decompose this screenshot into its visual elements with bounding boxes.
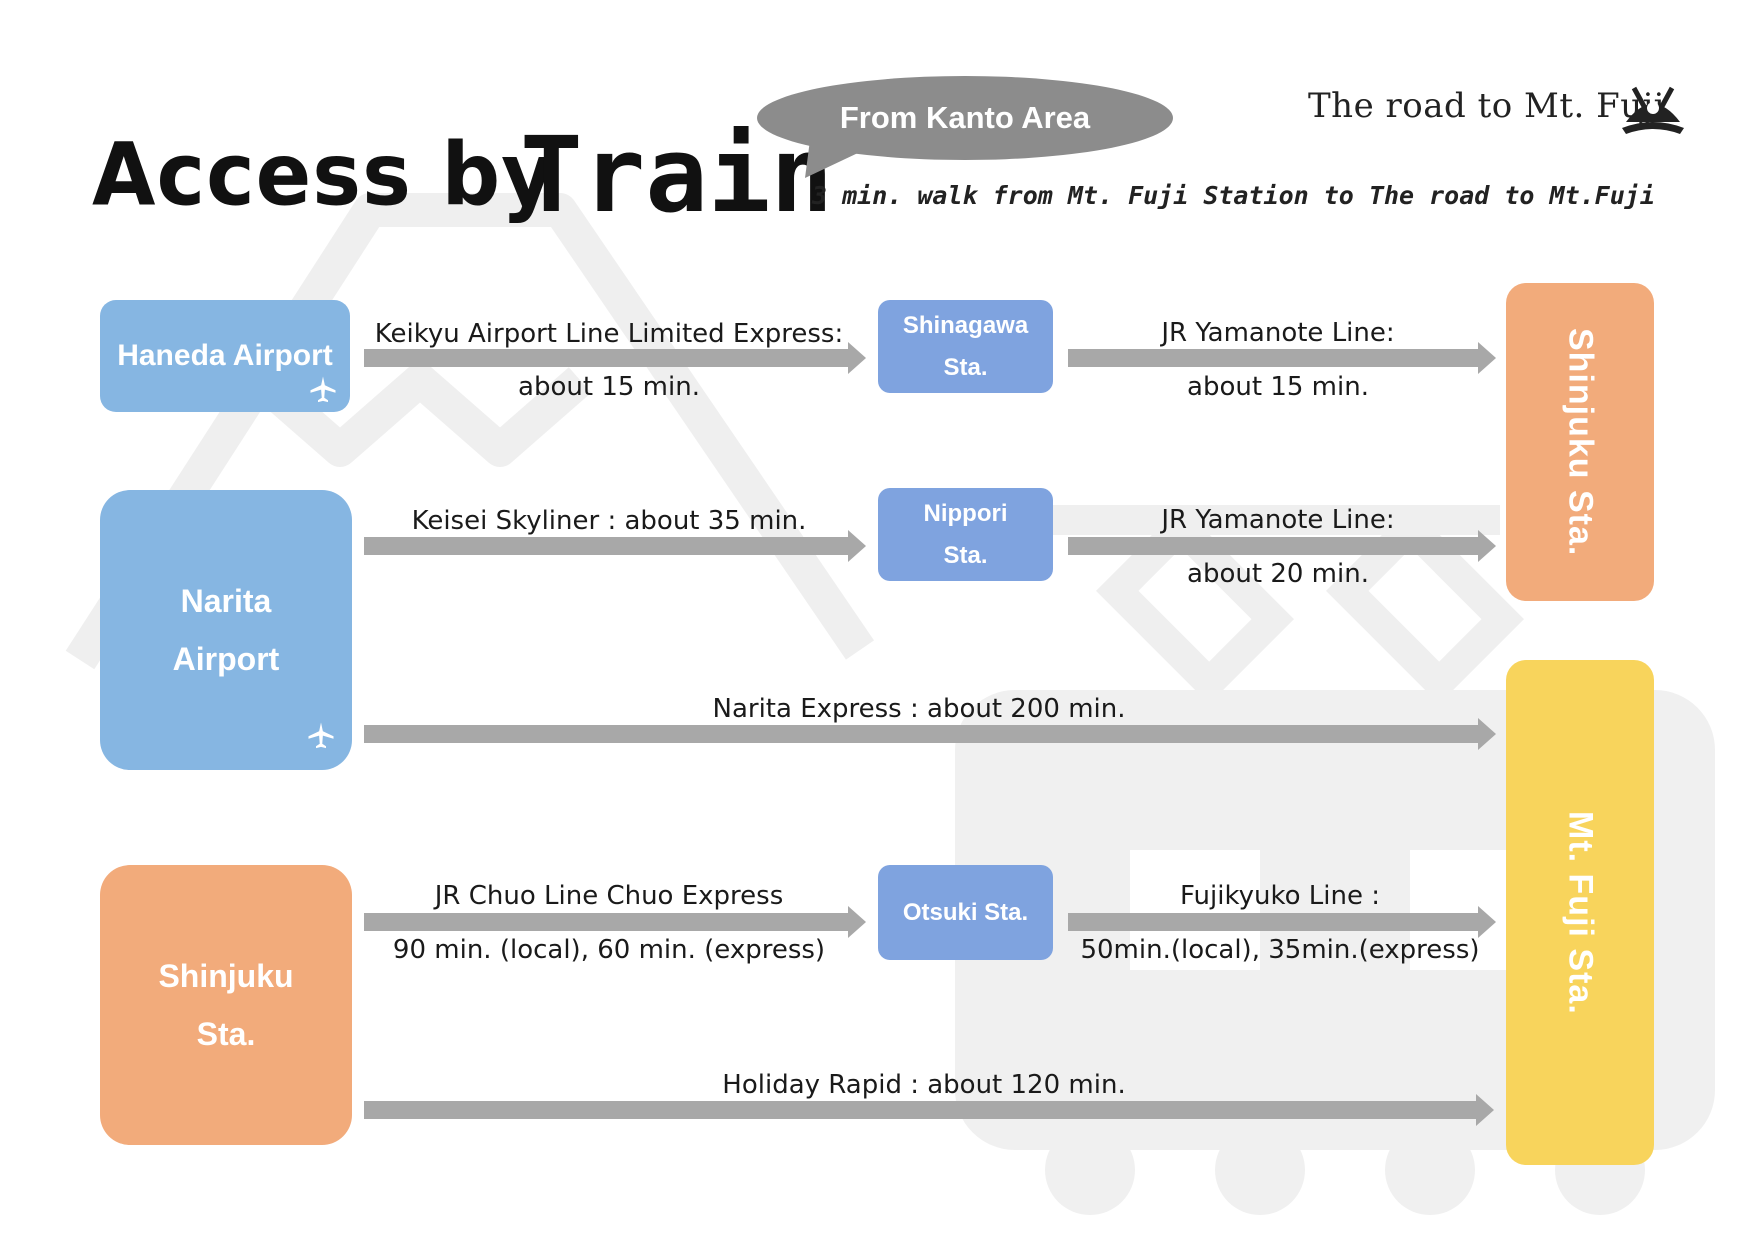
shinjuku-origin-box: Shinjuku Sta. bbox=[100, 865, 352, 1145]
shinjuku-origin-label-line2: Sta. bbox=[196, 1016, 256, 1052]
route-keikyu-line2: about 15 min. bbox=[518, 372, 700, 402]
route-holiday-rapid: Holiday Rapid : about 120 min. bbox=[722, 1070, 1126, 1100]
speech-bubble-icon bbox=[757, 76, 1173, 178]
route-fujikyuko-line2: 50min.(local), 35min.(express) bbox=[1080, 935, 1480, 965]
otsuki-label: Otsuki Sta. bbox=[902, 898, 1029, 926]
route-jr-yamanote-b-line2: about 20 min. bbox=[1187, 559, 1369, 589]
shrine-watermark-icon bbox=[1010, 505, 1524, 704]
arrow-narita-express bbox=[364, 718, 1496, 750]
airplane-icon bbox=[308, 722, 334, 749]
route-jr-yamanote-b-line1: JR Yamanote Line: bbox=[1161, 505, 1395, 535]
route-keikyu-line1: Keikyu Airport Line Limited Express: bbox=[374, 319, 844, 349]
shinjuku-destination-box: Shinjuku Sta. bbox=[1506, 283, 1654, 601]
page-subtitle: 3 min. walk from Mt. Fuji Station to The… bbox=[812, 181, 1655, 210]
route-narita-express: Narita Express : about 200 min. bbox=[712, 694, 1126, 724]
nippori-label-line1: Nippori bbox=[923, 499, 1008, 527]
haneda-airport-box: Haneda Airport bbox=[100, 300, 350, 412]
shinagawa-label-line1: Shinagawa bbox=[902, 311, 1029, 339]
arrow-otsuki-mtfuji bbox=[1068, 906, 1496, 938]
shinjuku-origin-label-line1: Shinjuku bbox=[158, 958, 294, 994]
mtfuji-destination-label: Mt. Fuji Sta. bbox=[1561, 810, 1600, 1015]
samurai-helmet-logo-icon bbox=[1622, 86, 1684, 134]
haneda-airport-label: Haneda Airport bbox=[117, 339, 333, 372]
arrow-nippori-shinjuku bbox=[1068, 530, 1496, 562]
narita-airport-box: Narita Airport bbox=[100, 490, 352, 770]
mountain-watermark-icon bbox=[65, 193, 875, 670]
narita-airport-label-line1: Narita bbox=[180, 583, 272, 619]
bubble-label: From Kanto Area bbox=[839, 100, 1091, 135]
arrow-narita-nippori bbox=[364, 530, 866, 562]
route-jr-yamanote-a-line2: about 15 min. bbox=[1187, 372, 1369, 402]
title-access-by: Access by bbox=[92, 125, 556, 226]
otsuki-station-box: Otsuki Sta. bbox=[878, 865, 1053, 960]
route-chuo-line1: JR Chuo Line Chuo Express bbox=[434, 881, 784, 911]
brand-name: The road to Mt. Fuji bbox=[1308, 86, 1666, 126]
arrow-shinjuku-otsuki bbox=[364, 906, 866, 938]
arrow-haneda-shinagawa bbox=[364, 342, 866, 374]
nippori-station-box: Nippori Sta. bbox=[878, 488, 1053, 581]
airplane-icon bbox=[310, 376, 336, 403]
shinjuku-destination-label: Shinjuku Sta. bbox=[1561, 327, 1600, 557]
route-jr-yamanote-a-line1: JR Yamanote Line: bbox=[1161, 318, 1395, 348]
shinagawa-label-line2: Sta. bbox=[943, 353, 988, 381]
arrow-shinagawa-shinjuku bbox=[1068, 342, 1496, 374]
shinagawa-station-box: Shinagawa Sta. bbox=[878, 300, 1053, 393]
route-chuo-line2: 90 min. (local), 60 min. (express) bbox=[392, 935, 826, 965]
narita-airport-label-line2: Airport bbox=[172, 641, 280, 677]
route-fujikyuko-line1: Fujikyuko Line : bbox=[1180, 881, 1380, 911]
route-keisei: Keisei Skyliner : about 35 min. bbox=[411, 506, 807, 536]
arrow-holiday-rapid bbox=[364, 1094, 1494, 1126]
mtfuji-destination-box: Mt. Fuji Sta. bbox=[1506, 660, 1654, 1165]
nippori-label-line2: Sta. bbox=[943, 541, 988, 569]
